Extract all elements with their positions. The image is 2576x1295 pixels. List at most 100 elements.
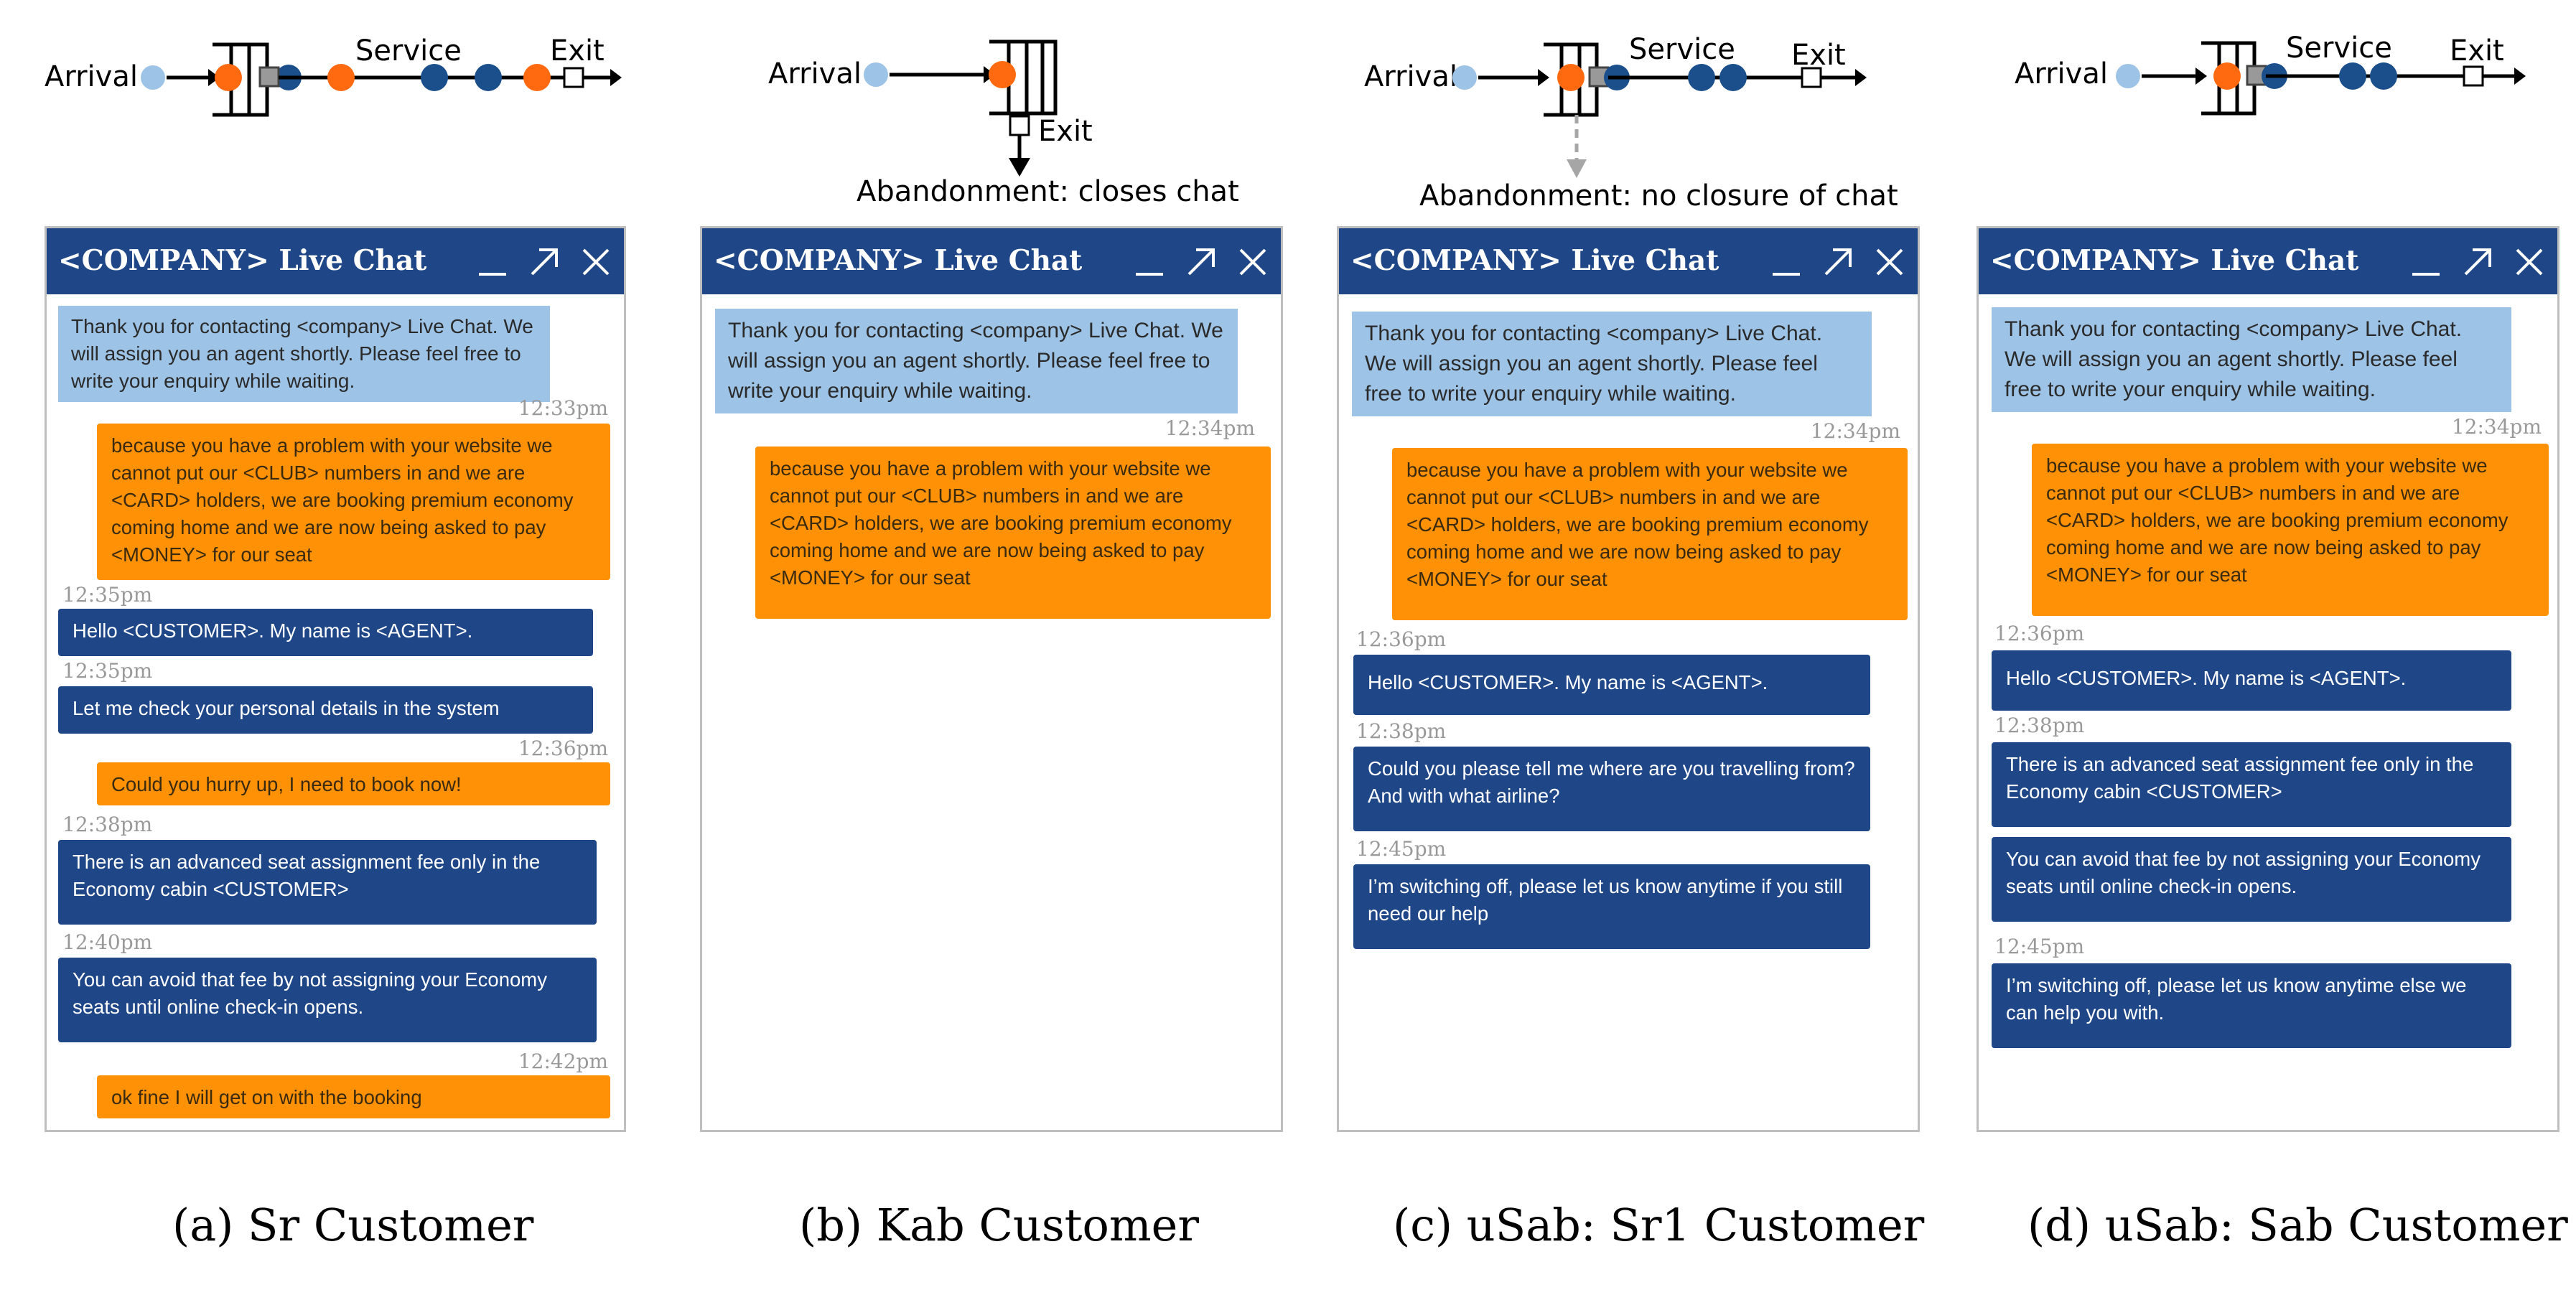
customer-message: because you have a problem with your web… [755, 447, 1271, 619]
chat-window-title: <COMPANY> Live Chat [58, 244, 427, 277]
queue-diagram-a: Arrival Service Exit [45, 34, 622, 117]
server-box [258, 66, 280, 88]
agent-message: Hello <CUSTOMER>. My name is <AGENT>. [1992, 650, 2511, 711]
agent-message: Hello <CUSTOMER>. My name is <AGENT>. [1353, 655, 1870, 715]
timestamp: 12:38pm [1356, 719, 1447, 743]
arrow-head [2195, 67, 2207, 85]
panel-caption: (d) uSab: Sab Customer [2027, 1199, 2568, 1251]
minimize-icon[interactable] [1768, 244, 1804, 280]
arrow-head [1538, 69, 1549, 86]
waiting-customer-dot [2213, 62, 2241, 90]
chat-title-bar: <COMPANY> Live Chat [47, 228, 624, 294]
timestamp: 12:35pm [62, 583, 153, 607]
expand-arrow-icon[interactable] [1183, 244, 1219, 280]
agent-message: I’m switching off, please let us know an… [1353, 864, 1870, 949]
agent-message: You can avoid that fee by not assigning … [1992, 837, 2511, 922]
system-message: Thank you for contacting <company> Live … [1352, 312, 1872, 416]
arrival-label: Arrival [45, 60, 138, 93]
timestamp: 12:38pm [62, 813, 153, 836]
timestamp: 12:35pm [62, 659, 153, 683]
system-message: Thank you for contacting <company> Live … [1992, 307, 2511, 412]
panel-caption: (b) Kab Customer [799, 1199, 1200, 1251]
arrival-label: Arrival [768, 57, 862, 90]
expand-arrow-icon[interactable] [1820, 244, 1856, 280]
close-icon[interactable] [2511, 244, 2547, 280]
blue-dot [1688, 64, 1715, 91]
agent-message: There is an advanced seat assignment fee… [1992, 742, 2511, 827]
arrow-head [1567, 159, 1587, 178]
live-chat-window: <COMPANY> Live Chat Thank you for contac… [45, 226, 626, 1132]
expand-arrow-icon[interactable] [526, 244, 562, 280]
window-controls [1131, 243, 1271, 281]
abandonment-label: Abandonment: closes chat [857, 175, 1239, 208]
blue-dot [2339, 62, 2366, 90]
agent-message: I’m switching off, please let us know an… [1992, 963, 2511, 1048]
system-message: Thank you for contacting <company> Live … [58, 306, 550, 402]
arrow-head [1855, 69, 1867, 86]
waiting-customer-dot [989, 61, 1016, 88]
chat-window-title: <COMPANY> Live Chat [1990, 244, 2359, 277]
agent-message: Let me check your personal details in th… [58, 686, 593, 734]
arrival-label: Arrival [1364, 60, 1457, 93]
exit-box [2463, 65, 2484, 87]
panel-caption: (a) Sr Customer [172, 1199, 534, 1251]
panel-a: Arrival Service Exit <COMPANY> Live Chat… [0, 0, 646, 1295]
arrival-dot [141, 65, 165, 90]
service-label: Service [2286, 32, 2392, 65]
orange-dot [523, 64, 551, 91]
waiting-customer-dot [1557, 64, 1585, 91]
timestamp: 12:36pm [1994, 622, 2085, 645]
agent-message: You can avoid that fee by not assigning … [58, 958, 597, 1042]
panel-caption: (c) uSab: Sr1 Customer [1393, 1199, 1925, 1251]
customer-message: ok fine I will get on with the booking [97, 1075, 610, 1118]
agent-message: Could you please tell me where are you t… [1353, 747, 1870, 831]
exit-box [1801, 67, 1822, 88]
exit-label: Exit [550, 34, 605, 67]
chat-window-title: <COMPANY> Live Chat [714, 244, 1083, 277]
chat-window-title: <COMPANY> Live Chat [1350, 244, 1719, 277]
queue-diagram-d: Arrival Service Exit [2015, 32, 2526, 116]
timestamp: 12:38pm [1994, 714, 2085, 737]
service-label: Service [1629, 33, 1735, 66]
timestamp: 12:45pm [1356, 837, 1447, 861]
close-icon[interactable] [1872, 244, 1908, 280]
timestamp: 12:36pm [518, 737, 608, 760]
arrow-head [610, 69, 622, 86]
blue-dot [2370, 62, 2397, 90]
minimize-icon[interactable] [2408, 244, 2444, 280]
exit-box [1009, 115, 1030, 136]
agent-message: Hello <CUSTOMER>. My name is <AGENT>. [58, 609, 593, 656]
panel-b: Arrival Exit Abandonment: closes chat <C… [646, 0, 1292, 1295]
blue-dot [1719, 64, 1747, 91]
customer-message: Could you hurry up, I need to book now! [97, 762, 610, 805]
arrow-head [1009, 158, 1030, 177]
window-controls [1768, 243, 1908, 281]
timestamp: 12:34pm [1810, 419, 1900, 443]
system-message: Thank you for contacting <company> Live … [715, 309, 1238, 413]
arrow-head [208, 69, 220, 86]
service-label: Service [355, 34, 462, 67]
timestamp: 12:36pm [1356, 627, 1447, 651]
timestamp: 12:34pm [2451, 415, 2542, 439]
window-controls [475, 243, 614, 281]
window-controls [2408, 243, 2547, 281]
exit-label: Exit [1791, 39, 1846, 72]
blue-dot [421, 64, 448, 91]
chat-title-bar: <COMPANY> Live Chat [1979, 228, 2557, 294]
minimize-icon[interactable] [1131, 244, 1167, 280]
blue-dot [475, 64, 502, 91]
exit-label: Exit [2450, 34, 2504, 67]
chat-title-bar: <COMPANY> Live Chat [1339, 228, 1918, 294]
arrow-head [2514, 67, 2526, 85]
orange-dot [327, 64, 355, 91]
queue-diagram-c: Arrival Service Exit [1364, 33, 1867, 178]
expand-arrow-icon[interactable] [2460, 244, 2496, 280]
customer-message: because you have a problem with your web… [97, 424, 610, 580]
customer-message: because you have a problem with your web… [2032, 444, 2549, 616]
panel-d: Arrival Service Exit <COMPANY> Live Chat… [1938, 0, 2576, 1295]
arrival-dot [864, 62, 888, 87]
close-icon[interactable] [1235, 244, 1271, 280]
agent-message: There is an advanced seat assignment fee… [58, 840, 597, 925]
close-icon[interactable] [578, 244, 614, 280]
minimize-icon[interactable] [475, 244, 510, 280]
